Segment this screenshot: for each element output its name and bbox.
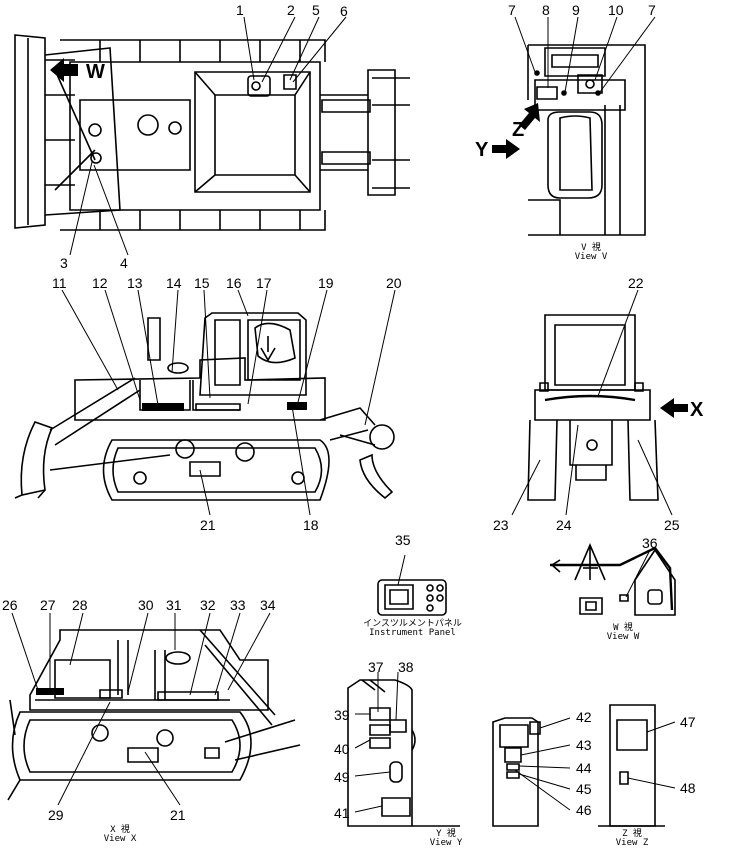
view-z-left-leaders — [515, 718, 570, 810]
callout-18: 18 — [303, 517, 319, 533]
callout-41: 41 — [334, 805, 350, 821]
view-arrow-y — [492, 139, 520, 159]
callout-19: 19 — [318, 275, 334, 291]
caption-view-z-jp: Z 視 — [622, 829, 642, 839]
rear-view-drawing — [528, 315, 658, 500]
callout-44: 44 — [576, 760, 592, 776]
view-z-left-drawing — [493, 718, 540, 826]
callout-4: 4 — [120, 255, 128, 271]
callout-49: 49 — [334, 769, 350, 785]
callout-3: 3 — [60, 255, 68, 271]
view-x-leaders — [12, 613, 270, 805]
caption-view-w-jp: W 視 — [613, 623, 633, 633]
callout-20: 20 — [386, 275, 402, 291]
caption-view-x-en: View X — [103, 834, 137, 845]
caption-view-z-en: View Z — [615, 838, 649, 849]
caption-view-v-jp: V 視 — [581, 243, 601, 253]
caption-view-v: V 視 View V — [556, 243, 626, 263]
callout-31: 31 — [166, 597, 182, 613]
view-arrow-w — [50, 58, 78, 82]
view-y-leaders — [355, 672, 398, 812]
callout-33: 33 — [230, 597, 246, 613]
view-letter-y: Y — [475, 139, 489, 161]
callout-21: 21 — [200, 517, 216, 533]
callout-6: 6 — [340, 3, 348, 19]
callout-1: 1 — [236, 2, 244, 18]
side-view-leaders — [62, 290, 395, 515]
caption-view-y-jp: Y 視 — [436, 829, 456, 839]
callout-42: 42 — [576, 709, 592, 725]
callout-10: 10 — [608, 2, 624, 18]
callout-7: 7 — [508, 2, 516, 18]
callout-27: 27 — [40, 597, 56, 613]
callout-25: 25 — [664, 517, 680, 533]
callout-9: 9 — [572, 2, 580, 18]
callout-12: 12 — [92, 275, 108, 291]
caption-instrument-panel-jp: インスツルメントパネル — [363, 619, 462, 629]
callout-5: 5 — [312, 2, 320, 18]
side-view-drawing — [15, 313, 394, 500]
view-v-drawing — [528, 45, 645, 235]
view-z-drawing — [598, 705, 665, 826]
callout-17: 17 — [256, 275, 272, 291]
caption-view-z: Z 視 View Z — [602, 829, 662, 849]
callout-40: 40 — [334, 741, 350, 757]
view-letter-w: W — [86, 61, 105, 83]
callout-8: 8 — [542, 2, 550, 18]
caption-view-w: W 視 View W — [593, 623, 653, 643]
top-view-drawing — [15, 35, 410, 230]
callout-30: 30 — [138, 597, 154, 613]
callout-16: 16 — [226, 275, 242, 291]
callout-7b: 7 — [648, 2, 656, 18]
top-view-leaders — [70, 17, 346, 255]
caption-instrument-panel-en: Instrument Panel — [369, 628, 456, 639]
callout-38: 38 — [398, 659, 414, 675]
callout-36: 36 — [642, 535, 658, 551]
callout-28: 28 — [72, 597, 88, 613]
view-w-leader — [626, 550, 650, 597]
callout-34: 34 — [260, 597, 276, 613]
view-w-drawing — [550, 545, 675, 615]
rear-view-leaders — [512, 290, 672, 515]
instrument-panel-drawing — [378, 580, 446, 615]
view-letter-x: X — [690, 399, 704, 421]
view-letter-z: Z — [512, 119, 525, 141]
callout-21b: 21 — [170, 807, 186, 823]
caption-view-y-en: View Y — [429, 838, 463, 849]
callout-39: 39 — [334, 707, 350, 723]
callout-24: 24 — [556, 517, 572, 533]
callout-23: 23 — [493, 517, 509, 533]
callout-47: 47 — [680, 714, 696, 730]
caption-view-w-en: View W — [606, 632, 640, 643]
view-y-drawing — [348, 680, 460, 826]
callout-14: 14 — [166, 275, 182, 291]
callout-29: 29 — [48, 807, 64, 823]
callout-15: 15 — [194, 275, 210, 291]
callout-22: 22 — [628, 275, 644, 291]
caption-view-x: X 視 View X — [90, 825, 150, 845]
callout-37: 37 — [368, 659, 384, 675]
view-arrow-z — [519, 103, 540, 130]
callout-46: 46 — [576, 802, 592, 818]
callout-26: 26 — [2, 597, 18, 613]
caption-view-y: Y 視 View Y — [416, 829, 476, 849]
callout-32: 32 — [200, 597, 216, 613]
view-v-leaders — [515, 17, 655, 92]
view-z-leaders — [628, 722, 675, 788]
view-arrow-x — [660, 398, 688, 418]
instrument-panel-leader — [398, 555, 405, 585]
callout-48: 48 — [680, 780, 696, 796]
callout-35: 35 — [395, 532, 411, 548]
callout-13: 13 — [127, 275, 143, 291]
caption-view-v-en: View V — [574, 252, 608, 263]
callout-2: 2 — [287, 2, 295, 18]
view-x-drawing — [8, 630, 300, 800]
callout-45: 45 — [576, 781, 592, 797]
callout-11: 11 — [52, 275, 67, 291]
callout-43: 43 — [576, 737, 592, 753]
caption-instrument-panel: インスツルメントパネル Instrument Panel — [360, 619, 465, 639]
caption-view-x-jp: X 視 — [110, 825, 130, 835]
